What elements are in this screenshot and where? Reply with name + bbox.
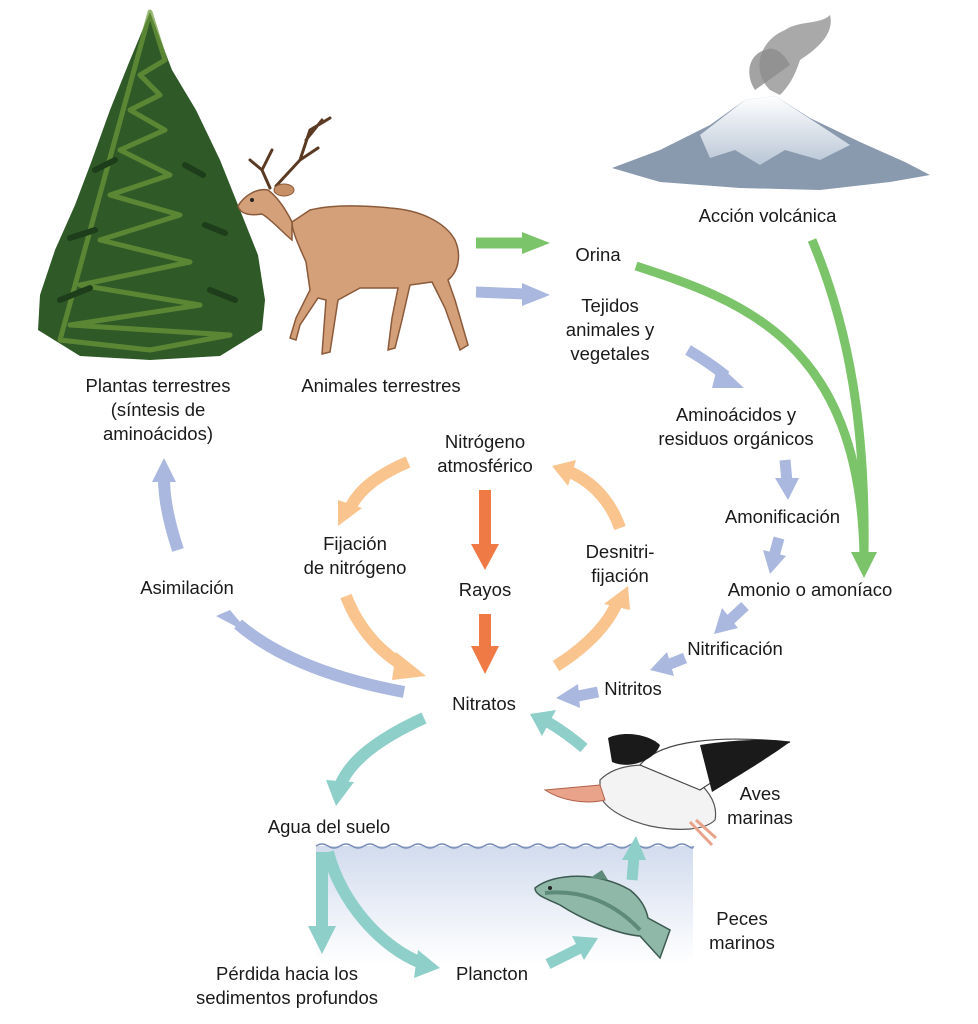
seabirds-to-nitrates-arrow (530, 710, 584, 748)
marine-fish-label: Peces marinos (698, 907, 786, 955)
nitrification-label: Nitrificación (665, 637, 805, 661)
land-plants-line-3: aminoácidos) (58, 422, 258, 446)
atmospheric-nitrogen-line-1: Nitrógeno (420, 430, 550, 454)
atmospheric-nitrogen-line-2: atmosférico (420, 454, 550, 478)
seabirds-line-2: marinas (725, 806, 795, 830)
land-plants-line-1: Plantas terrestres (58, 374, 258, 398)
deep-sediment-loss-label: Pérdida hacia los sedimentos profundos (172, 962, 402, 1010)
amino-acids-line-2: residuos orgánicos (636, 427, 836, 451)
tissues-line-3: vegetales (545, 342, 675, 366)
plankton-label: Plancton (440, 962, 544, 986)
atmospheric-to-fixation-arrow (338, 462, 408, 526)
assimilation-label: Asimilación (122, 576, 252, 600)
deep-loss-line-2: sedimentos profundos (172, 986, 402, 1010)
land-plants-label: Plantas terrestres (síntesis de aminoáci… (58, 374, 258, 446)
fixation-to-nitrates-arrow (346, 596, 426, 680)
deep-loss-line-1: Pérdida hacia los (172, 962, 402, 986)
deer-illustration (238, 118, 468, 354)
lightning-label: Rayos (440, 578, 530, 602)
nitrates-to-soil-water-arrow (326, 718, 424, 806)
seabirds-line-1: Aves (725, 782, 795, 806)
marine-fish-line-1: Peces (698, 907, 786, 931)
marine-fish-line-2: marinos (698, 931, 786, 955)
tissues-to-aminoacids-arrow (688, 350, 744, 388)
ammonia-label: Amonio o amoníaco (702, 578, 918, 602)
assimilation-to-plants-arrow (152, 458, 178, 550)
lightning-to-nitrates-arrow (471, 614, 499, 674)
nitrites-label: Nitritos (588, 677, 678, 701)
land-animals-label: Animales terrestres (276, 374, 486, 398)
fixation-line-1: Fijación (290, 532, 420, 556)
aminoacids-to-ammonification-arrow (775, 460, 799, 500)
atmospheric-to-lightning-arrow (471, 490, 499, 570)
ammonia-to-nitrification-arrow (714, 606, 745, 634)
denitrification-line-2: fijación (560, 564, 680, 588)
ammonification-label: Amonificación (700, 505, 865, 529)
denitrification-label: Desnitri- fijación (560, 540, 680, 588)
volcano-illustration (612, 15, 930, 190)
land-plants-line-2: (síntesis de (58, 398, 258, 422)
tissues-line-1: Tejidos (545, 294, 675, 318)
amino-acids-line-1: Aminoácidos y (636, 403, 836, 427)
animals-to-urine-arrow (476, 232, 550, 254)
volcanic-action-label: Acción volcánica (680, 204, 855, 228)
denitrification-line-1: Desnitri- (560, 540, 680, 564)
tissues-line-2: animales y (545, 318, 675, 342)
nitrates-to-denitrification-arrow (556, 586, 630, 666)
fixation-line-2: de nitrógeno (290, 556, 420, 580)
urine-label: Orina (560, 243, 636, 267)
amino-acids-label: Aminoácidos y residuos orgánicos (636, 403, 836, 451)
ammonification-to-ammonia-arrow (763, 538, 786, 574)
pine-tree-illustration (38, 12, 265, 360)
nitrates-label: Nitratos (432, 692, 536, 716)
soil-water-label: Agua del suelo (254, 815, 404, 839)
seabirds-label: Aves marinas (725, 782, 795, 830)
animals-to-tissues-arrow (476, 283, 550, 306)
atmospheric-nitrogen-label: Nitrógeno atmosférico (420, 430, 550, 478)
denitrification-to-atmospheric-arrow (552, 460, 620, 528)
nitrogen-fixation-label: Fijación de nitrógeno (290, 532, 420, 580)
tissues-label: Tejidos animales y vegetales (545, 294, 675, 366)
